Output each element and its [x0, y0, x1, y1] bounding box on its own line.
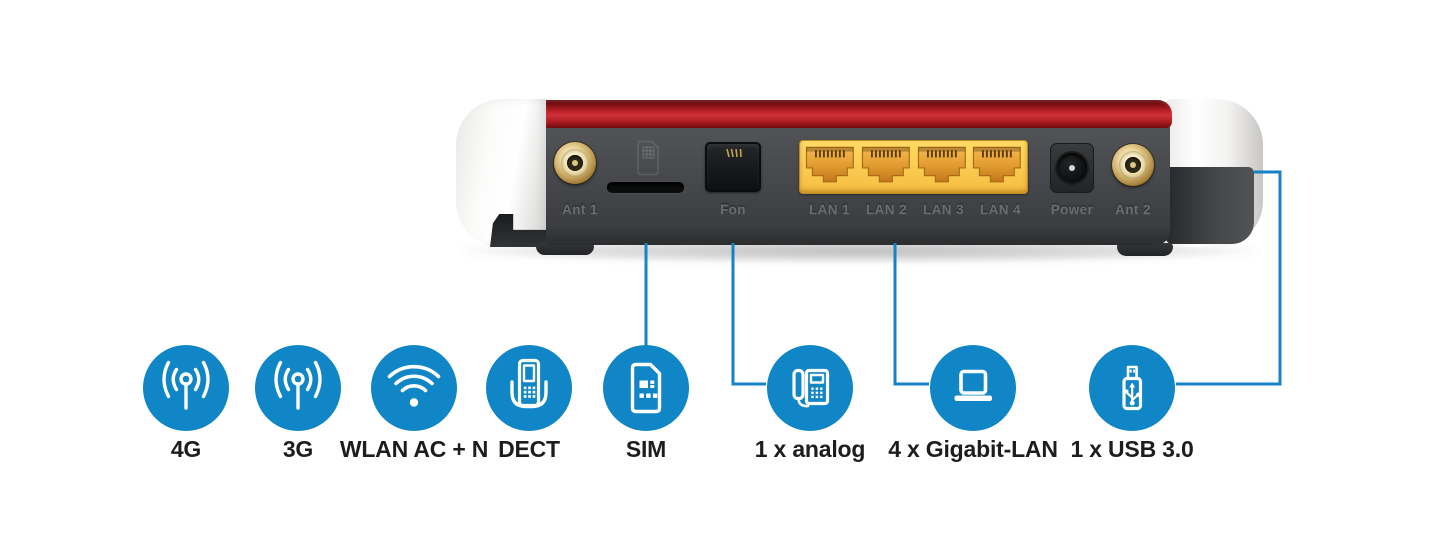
power-port [1050, 143, 1094, 193]
right-side-panel [1166, 167, 1254, 244]
desk-phone-icon [767, 345, 853, 431]
lan-port-labels: LAN 1 LAN 2 LAN 3 LAN 4 [801, 202, 1029, 217]
lan-port-1 [805, 146, 854, 183]
cordless-phone-icon [486, 345, 572, 431]
sim-card-icon [603, 345, 689, 431]
wifi-icon [371, 345, 457, 431]
sim-card-slot [607, 182, 684, 193]
antenna-connector-2 [1112, 144, 1154, 186]
antenna-connector-1 [554, 142, 596, 184]
feature-label: 3G [282, 436, 314, 462]
rubber-foot [1117, 243, 1173, 256]
port-label-lan4: LAN 4 [979, 202, 1021, 217]
red-top-band [546, 100, 1172, 128]
cellular-antenna-icon [143, 345, 229, 431]
sim-etched-icon [637, 140, 659, 176]
fon-port [705, 142, 761, 192]
port-label-lan2: LAN 2 [865, 202, 907, 217]
port-label-lan1: LAN 1 [808, 202, 850, 217]
port-label-ant2: Ant 2 [1115, 202, 1151, 217]
feature-label: DECT [498, 436, 560, 462]
feature-label: 4 x Gigabit-LAN [888, 436, 1058, 462]
drop-shadow [462, 241, 1257, 263]
lan-port-2 [861, 146, 910, 183]
laptop-icon [930, 345, 1016, 431]
lan-port-4 [973, 146, 1022, 183]
port-label-lan3: LAN 3 [922, 202, 964, 217]
feature-label: SIM [625, 436, 667, 462]
rubber-foot [536, 243, 594, 255]
feature-label: 1 x USB 3.0 [1070, 436, 1194, 462]
feature-label: WLAN AC + N [339, 436, 489, 462]
usb-stick-icon [1089, 345, 1175, 431]
feature-label: 1 x analog [754, 436, 866, 462]
lan-port-block [799, 140, 1028, 194]
port-label-fon: Fon [720, 202, 746, 217]
port-label-power: Power [1050, 202, 1094, 217]
feature-label: 4G [170, 436, 202, 462]
cellular-antenna-icon [255, 345, 341, 431]
lan-port-3 [917, 146, 966, 183]
port-label-ant1: Ant 1 [562, 202, 598, 217]
